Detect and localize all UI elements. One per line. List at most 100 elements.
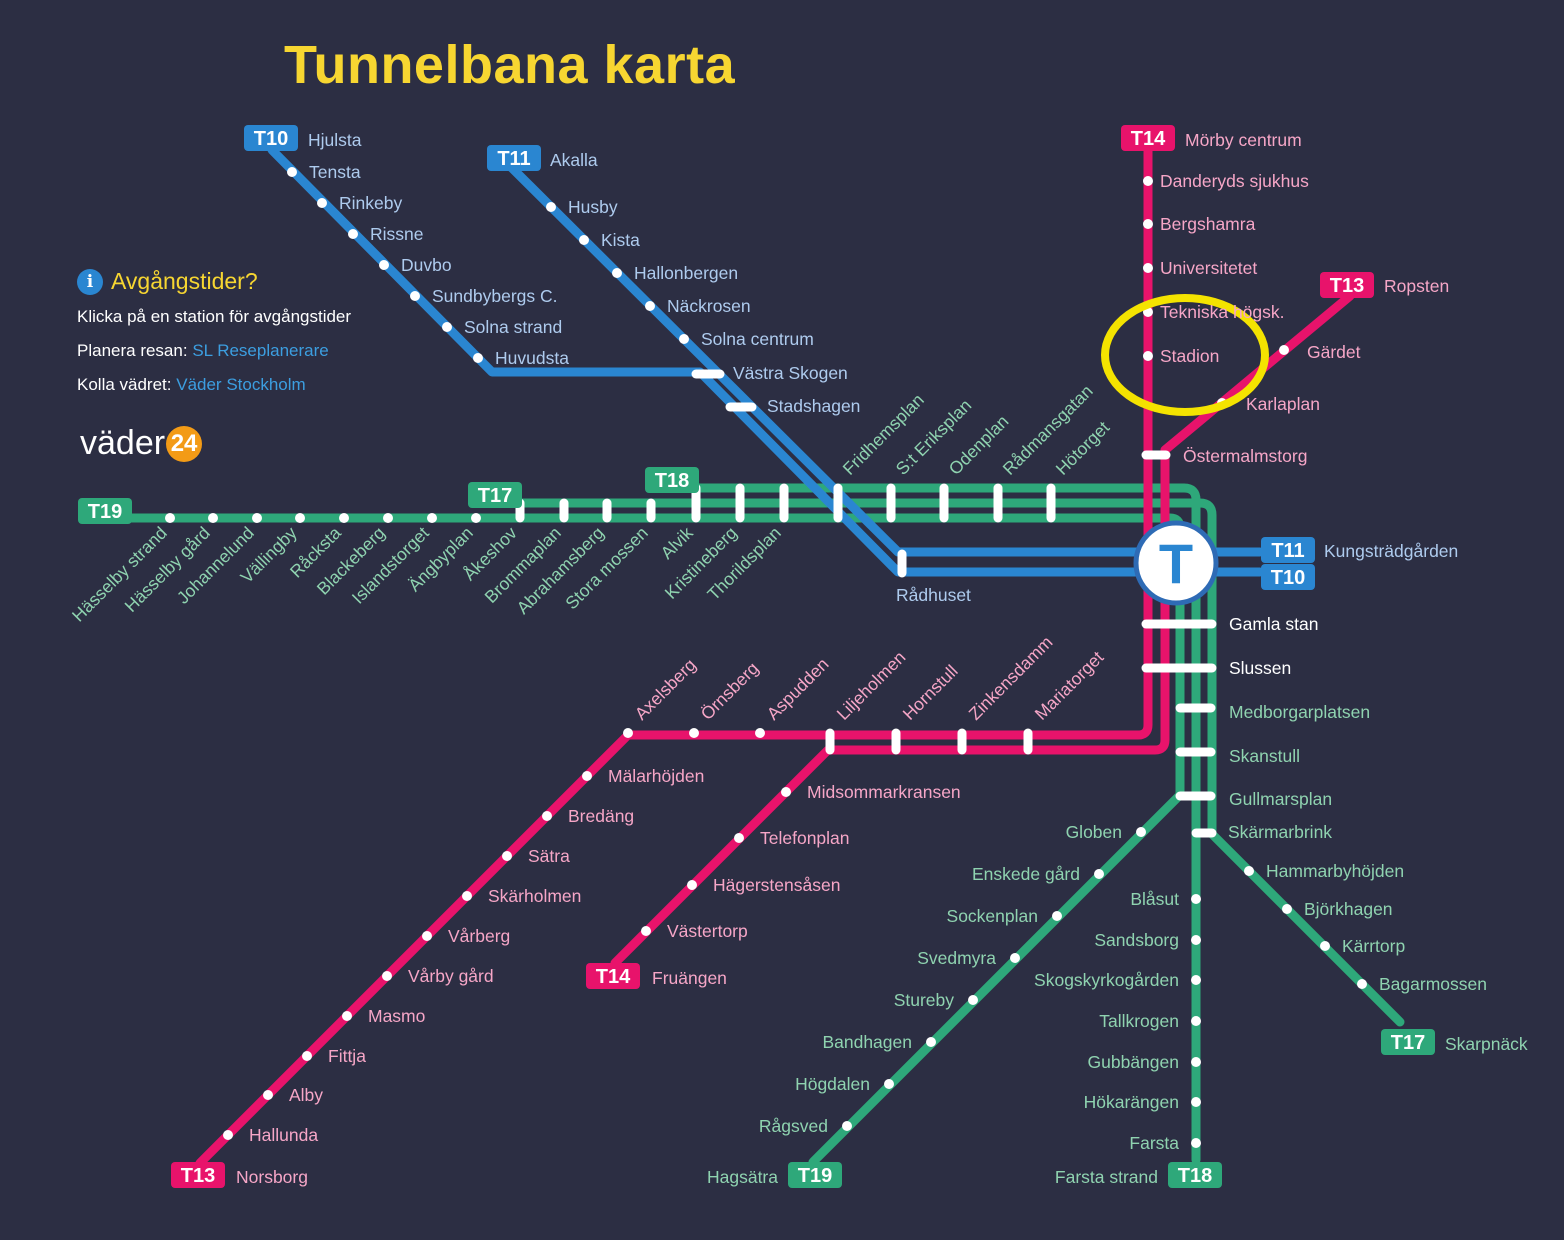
terminal-label-akalla[interactable]: Akalla <box>550 150 598 170</box>
station-dot[interactable] <box>442 322 452 332</box>
badge-t17[interactable]: T17 <box>468 482 522 508</box>
station-dot[interactable] <box>842 1121 852 1131</box>
station-dot[interactable] <box>542 811 552 821</box>
badge-t13[interactable]: T13 <box>171 1162 225 1188</box>
station-dot[interactable] <box>926 1037 936 1047</box>
station-label-bandhagen[interactable]: Bandhagen <box>822 1032 912 1052</box>
station-label-radmansgatan[interactable]: Rådmansgatan <box>999 381 1097 479</box>
station-dot[interactable] <box>1320 941 1330 951</box>
station-label-stadshagen[interactable]: Stadshagen <box>767 396 860 416</box>
station-dot[interactable] <box>165 513 175 523</box>
terminal-label-skarpnack[interactable]: Skarpnäck <box>1445 1034 1528 1054</box>
station-label-vastertorp[interactable]: Västertorp <box>667 921 748 941</box>
station-label-globen[interactable]: Globen <box>1066 822 1122 842</box>
station-dot[interactable] <box>339 513 349 523</box>
station-label-solna-strand[interactable]: Solna strand <box>464 317 562 337</box>
station-dot[interactable] <box>342 1011 352 1021</box>
station-label-hagerstensasen[interactable]: Hägerstensåsen <box>713 875 840 895</box>
station-label-hallonbergen[interactable]: Hallonbergen <box>634 263 738 283</box>
station-dot[interactable] <box>1357 979 1367 989</box>
badge-t11[interactable]: T11 <box>487 145 541 171</box>
station-label-sandsborg[interactable]: Sandsborg <box>1094 930 1179 950</box>
station-dot[interactable] <box>781 787 791 797</box>
station-label-radhuset[interactable]: Rådhuset <box>896 585 971 605</box>
station-dot[interactable] <box>582 771 592 781</box>
station-dot[interactable] <box>317 198 327 208</box>
station-dot[interactable] <box>1052 911 1062 921</box>
badge-t14[interactable]: T14 <box>586 963 640 989</box>
station-label-skarholmen[interactable]: Skärholmen <box>488 886 581 906</box>
station-dot[interactable] <box>1010 953 1020 963</box>
station-label-farsta[interactable]: Farsta <box>1129 1133 1179 1153</box>
station-label-gullmarsplan[interactable]: Gullmarsplan <box>1229 789 1332 809</box>
station-dot[interactable] <box>579 235 589 245</box>
station-label-svedmyra[interactable]: Svedmyra <box>917 948 996 968</box>
station-dot[interactable] <box>473 353 483 363</box>
station-label-solna-centrum[interactable]: Solna centrum <box>701 329 814 349</box>
station-dot[interactable] <box>1191 1057 1201 1067</box>
station-dot[interactable] <box>410 291 420 301</box>
badge-t11[interactable]: T11 <box>1261 537 1315 563</box>
station-label-rinkeby[interactable]: Rinkeby <box>339 193 402 213</box>
station-label-ornsberg[interactable]: Örnsberg <box>697 658 763 724</box>
station-dot[interactable] <box>1191 1097 1201 1107</box>
station-label-gardet[interactable]: Gärdet <box>1307 342 1361 362</box>
station-dot[interactable] <box>502 851 512 861</box>
station-dot[interactable] <box>462 891 472 901</box>
station-dot[interactable] <box>422 931 432 941</box>
station-label-duvbo[interactable]: Duvbo <box>401 255 452 275</box>
station-label-midsommarkransen[interactable]: Midsommarkransen <box>807 782 961 802</box>
station-dot[interactable] <box>1191 1138 1201 1148</box>
station-label-sockenplan[interactable]: Sockenplan <box>947 906 1038 926</box>
sl-planner-link[interactable]: SL Reseplanerare <box>192 341 329 360</box>
station-label-slussen[interactable]: Slussen <box>1229 658 1291 678</box>
badge-t18[interactable]: T18 <box>645 467 699 493</box>
station-dot[interactable] <box>263 1090 273 1100</box>
station-dot[interactable] <box>1143 351 1153 361</box>
station-dot[interactable] <box>689 728 699 738</box>
station-label-sundbybergs-c[interactable]: Sundbybergs C. <box>432 286 558 306</box>
station-label-bredang[interactable]: Bredäng <box>568 806 634 826</box>
station-dot[interactable] <box>1279 345 1289 355</box>
station-dot[interactable] <box>679 334 689 344</box>
vader24-logo[interactable]: väder 24 <box>80 424 203 463</box>
station-label-alvik[interactable]: Alvik <box>657 523 697 563</box>
station-dot[interactable] <box>383 513 393 523</box>
station-dot[interactable] <box>1191 1016 1201 1026</box>
station-dot[interactable] <box>1282 904 1292 914</box>
station-dot[interactable] <box>623 728 633 738</box>
station-label-alby[interactable]: Alby <box>289 1085 323 1105</box>
badge-t17[interactable]: T17 <box>1381 1029 1435 1055</box>
station-label-satra[interactable]: Sätra <box>528 846 570 866</box>
station-label-axelsberg[interactable]: Axelsberg <box>631 655 700 724</box>
station-dot[interactable] <box>1136 827 1146 837</box>
station-label-danderyds-sjukhus[interactable]: Danderyds sjukhus <box>1160 171 1309 191</box>
badge-t14[interactable]: T14 <box>1121 125 1175 151</box>
station-label-karlaplan[interactable]: Karlaplan <box>1246 394 1320 414</box>
station-dot[interactable] <box>641 926 651 936</box>
terminal-label-fruangen[interactable]: Fruängen <box>652 968 727 988</box>
station-label-gubbangen[interactable]: Gubbängen <box>1088 1052 1179 1072</box>
station-label-blasut[interactable]: Blåsut <box>1130 889 1179 909</box>
station-dot[interactable] <box>968 995 978 1005</box>
station-label-hokarangen[interactable]: Hökarängen <box>1084 1092 1179 1112</box>
station-label-ragsved[interactable]: Rågsved <box>759 1116 828 1136</box>
weather-link[interactable]: Väder Stockholm <box>176 375 306 394</box>
station-label-vastra-skogen[interactable]: Västra Skogen <box>733 363 848 383</box>
station-label-bergshamra[interactable]: Bergshamra <box>1160 214 1256 234</box>
station-label-malarhojden[interactable]: Mälarhöjden <box>608 766 704 786</box>
terminal-label-kungstradgarden[interactable]: Kungsträdgården <box>1324 541 1458 561</box>
badge-t13[interactable]: T13 <box>1320 272 1374 298</box>
station-label-skarmarbrink[interactable]: Skärmarbrink <box>1228 822 1332 842</box>
station-dot[interactable] <box>287 167 297 177</box>
station-label-bagarmossen[interactable]: Bagarmossen <box>1379 974 1487 994</box>
terminal-label-norsborg[interactable]: Norsborg <box>236 1167 308 1187</box>
station-label-tekniska-hogsk[interactable]: Tekniska högsk. <box>1160 302 1285 322</box>
station-label-liljeholmen[interactable]: Liljeholmen <box>833 647 910 724</box>
badge-t18[interactable]: T18 <box>1168 1162 1222 1188</box>
central-station-symbol[interactable]: T <box>1133 520 1219 606</box>
station-label-husby[interactable]: Husby <box>568 197 618 217</box>
station-label-fittja[interactable]: Fittja <box>328 1046 366 1066</box>
station-label-telefonplan[interactable]: Telefonplan <box>760 828 850 848</box>
station-label-stadion[interactable]: Stadion <box>1160 346 1219 366</box>
